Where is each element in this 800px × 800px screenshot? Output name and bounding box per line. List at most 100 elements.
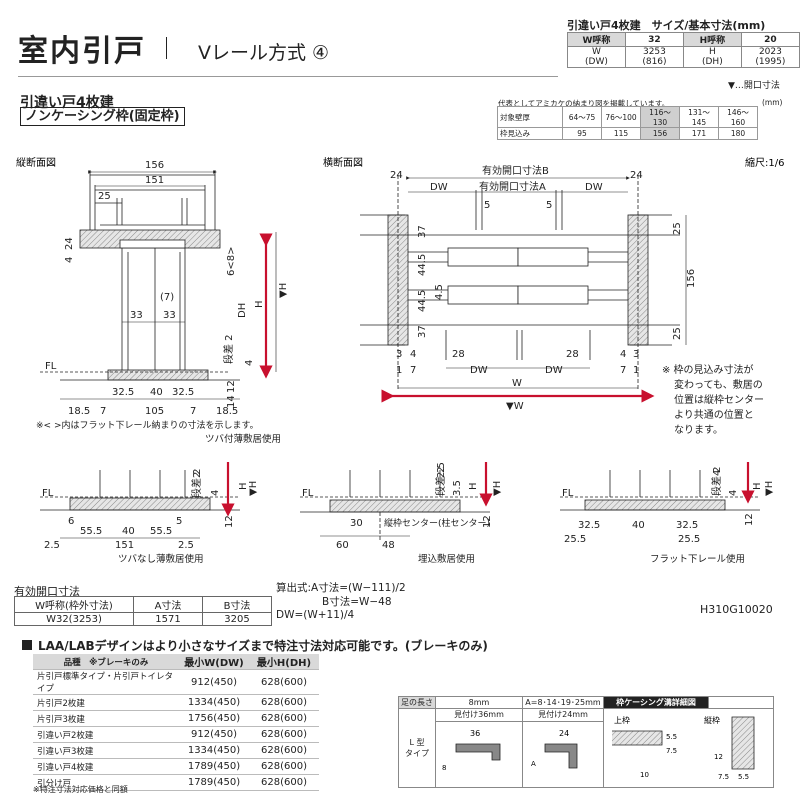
frame-note: ※ 枠の見込み寸法が 変わっても、敷居の 位置は縦枠センター より共通の位置と … [662,363,764,436]
table-cell: 片引戸標準タイプ・片引戸トイレタイプ [33,669,179,695]
dim-label: 6 [68,516,74,527]
table-cell-highlight: 116〜130 [640,106,680,128]
dim-label: 25 [672,222,683,235]
dim-label: 7.5 [666,747,677,755]
table-row: W32(3253) 1571 3205 [14,612,272,626]
table-row: 足の長さ 8mm A=8･14･19･25mm 枠ケーシング溝詳細図 [398,696,774,709]
wall-table-unit: (mm) [762,98,783,107]
dim-label: 4 [620,349,626,360]
dim-label: 段差 2 [710,466,723,496]
dim-label: 24 [390,170,403,181]
dim-label: 156 [686,269,697,288]
table-cell: 片引戸3枚建 [33,710,179,727]
dim-label: 8 [442,764,446,772]
dim-label: 12 [744,513,755,526]
sill-dims-1: 2 段差 2 4 H ▼H FL 12 6 55.5 40 55.5 5 2.5… [42,468,259,565]
table-header: 最小W(DW) [179,654,249,670]
dim-label: 24 [64,237,75,250]
table-cell: 146〜160 [718,106,758,128]
table-cell: 76〜100 [601,106,641,128]
dim-label: 7.5 [718,773,729,781]
dim-label: 1 [633,365,639,376]
dim-label: 5.5 [738,773,749,781]
table-cell: 1571 [133,612,203,626]
dim-label: 25 [98,191,111,202]
spec-w-value: 32 [624,32,684,47]
horizontal-section-label: 横断面図 [323,156,363,169]
sill-detail-umekomi [300,462,493,540]
table-cell: 1334(450) [179,694,249,711]
table-cell: 628(600) [249,669,319,695]
dim-label: 60 [336,540,349,551]
scale-label: 縮尺:1/6 [745,156,784,169]
table-cell: 引違い戸3枚建 [33,742,179,759]
dim-label: 10 [640,771,649,779]
dim-label: ▼H [278,283,289,298]
dim-label: 4 [728,490,739,496]
dim-label: DW [585,182,603,193]
dim-label: 4 [210,490,221,496]
dim-label: 4 [244,360,255,366]
dim-label: 25 [672,327,683,340]
page-subtitle: Vレール方式 ④ [198,42,330,64]
dim-label: 18.5 [68,406,90,417]
table-cell: 180 [718,127,758,140]
dim-label: 32.5 [172,387,194,398]
effective-table: W呼称(枠外寸法) A寸法 B寸法 W32(3253) 1571 3205 [14,596,272,626]
table-row: 36 8 24 A [399,720,774,789]
wall-table: 対象壁厚 64〜75 76〜100 116〜130 131〜145 146〜16… [497,106,758,140]
dim-label: 2.5 [436,462,447,478]
table-cell: 1789(450) [179,774,249,791]
spec-h-value: 20 [740,32,800,47]
dim-label: 2.5 [44,540,60,551]
dim-label: 4.5 [434,284,445,300]
dim-label: 25.5 [564,534,586,545]
table-cell: 1334(450) [179,742,249,759]
spec-h-sub: H(DH) [682,46,742,68]
dim-label: ▼H [492,481,503,496]
dim-label: 7 [620,365,626,376]
table-cell: 628(600) [249,726,319,743]
laa-heading: LAA/LABデザインはより小さなサイズまで特注寸法対応可能です。(ブレーキのみ… [22,637,488,654]
dim-label: W [512,378,522,389]
table-cell: A=8･14･19･25mm [522,696,604,709]
table-cell: 115 [601,127,641,140]
dim-label: 12 [226,380,237,393]
dim-label: DW [430,182,448,193]
dim-label: 24 [630,170,643,181]
vertical-section [40,170,240,381]
spec-w-label: W呼称 [567,32,626,47]
dim-label: 28 [452,349,465,360]
dim-label: 55.5 [80,526,102,537]
dim-label: 14 [226,395,237,408]
table-header: 品種 ※ブレーキのみ [33,654,179,670]
caption-tsuba-nashi: ツバなし薄敷居使用 [118,553,204,565]
dim-label: 40 [150,387,163,398]
table-cell: 171 [679,127,719,140]
dim-label: 4 [712,470,723,476]
dim-label: DW [545,365,563,376]
dim-label: 3.5 [452,480,463,496]
dim-label: 36 [470,729,480,738]
center-label: 縦枠センター(柱センター) [384,517,490,529]
spec-title: 引違い戸4枚建 サイズ/基本寸法(mm) [567,19,766,32]
table-row: 対象壁厚 64〜75 76〜100 116〜130 131〜145 146〜16… [497,106,758,128]
vertical-section-label: 縦断面図 [16,156,56,169]
section-frame-type: ノンケーシング枠(固定枠) [20,107,185,126]
dim-label: 25.5 [678,534,700,545]
legend-opening: ▼…開口寸法 [728,81,780,91]
table-cell: 628(600) [249,710,319,727]
caption-umekomi: 埋込敷居使用 [418,553,475,565]
dim-label: 105 [145,406,164,417]
dim-label: 段差 2 [190,468,203,498]
dim-label: ▼H [764,481,775,496]
caption-tsuba: ツバ付薄敷居使用 [205,433,281,445]
dim-label: 156 [145,160,164,171]
dim-label: 2.5 [178,540,194,551]
dim-label: 6<8> [226,247,237,276]
wall-row-label: 対象壁厚 [497,106,563,128]
dim-label: 151 [145,175,164,186]
dim-label: 3 [633,349,639,360]
table-cell: 628(600) [249,694,319,711]
